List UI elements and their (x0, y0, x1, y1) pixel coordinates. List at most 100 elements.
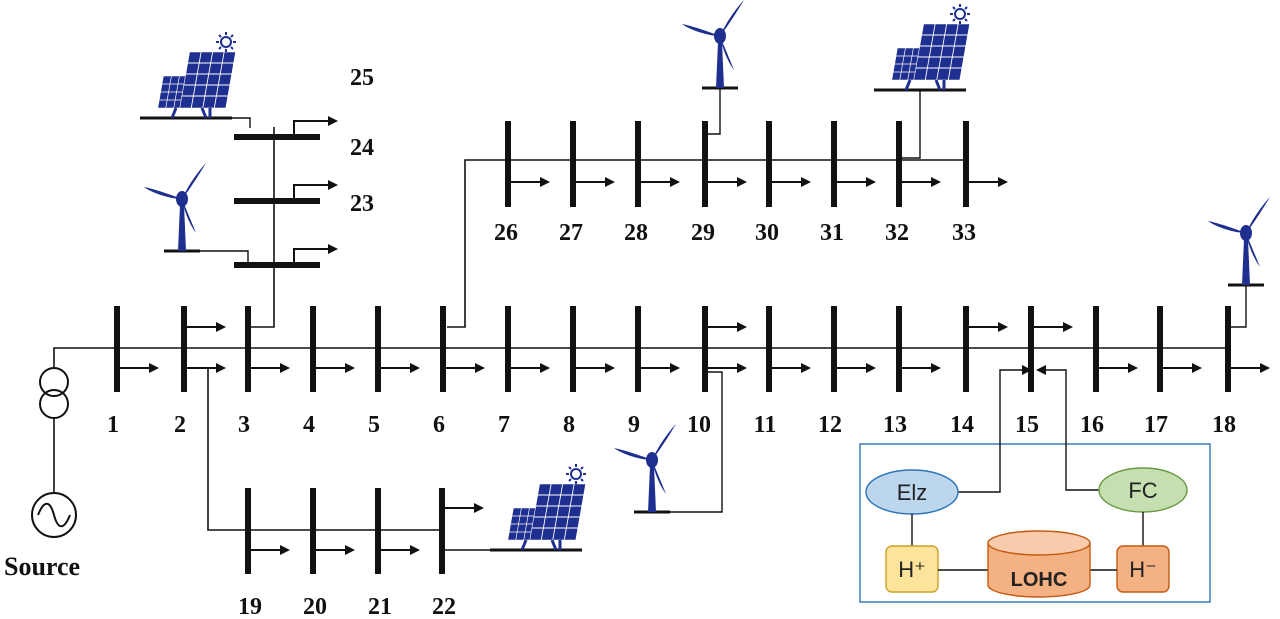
h-plus-label: H⁺ (898, 557, 926, 582)
source-label: Source (4, 552, 80, 581)
bus-26 (505, 121, 550, 207)
bus-17 (1157, 306, 1202, 392)
lateral-23-25-line (250, 127, 275, 328)
bus-label: 10 (687, 412, 711, 438)
bus-label: 1 (107, 412, 119, 438)
bus-label: 29 (691, 220, 715, 246)
bus-11 (766, 306, 811, 392)
solar-panel-icon (138, 30, 251, 128)
bus-14 (963, 306, 1008, 392)
bus-label: 5 (368, 412, 380, 438)
bus-12 (831, 306, 876, 392)
bus-33 (963, 121, 1008, 207)
bus-label: 18 (1212, 412, 1236, 438)
bus-label: 6 (433, 412, 445, 438)
lateral-19-22-line (184, 367, 442, 531)
ac-source-icon (31, 492, 77, 538)
lateral-19-22-labels: 19 20 21 22 (238, 594, 456, 619)
bus-15 (1028, 306, 1073, 392)
lateral-26-33-labels: 26 27 28 29 30 31 32 33 (494, 220, 976, 246)
bus-6 (440, 306, 485, 392)
solar-panel-icon (442, 462, 588, 552)
bus-5 (375, 306, 420, 392)
dehydrogenation-node: H⁻ (1116, 545, 1170, 593)
bus-label: 28 (624, 220, 648, 246)
hydrogenation-node: H⁺ (885, 545, 939, 593)
solar-panel-icon (872, 2, 972, 159)
load-arrow (293, 244, 338, 265)
hydrogen-storage-system: Elz FC H⁺ H⁻ LOHC (859, 365, 1211, 603)
lateral-19-22-buses (245, 488, 484, 574)
bus-label: 4 (303, 412, 315, 438)
bus-label: 24 (350, 135, 374, 161)
bus-label: 7 (498, 412, 510, 438)
bus-22 (439, 488, 484, 574)
bus-label: 30 (755, 220, 779, 246)
bus-label: 27 (559, 220, 583, 246)
bus-23 (234, 244, 338, 268)
fuel-cell-label: FC (1128, 478, 1157, 503)
lateral-23-25-buses (234, 116, 338, 268)
bus-label: 14 (950, 412, 974, 438)
bus-label: 32 (885, 220, 909, 246)
bus-13 (896, 306, 941, 392)
bus-label: 31 (820, 220, 844, 246)
bus-label: 25 (350, 65, 374, 91)
bus-label: 21 (368, 594, 392, 619)
bus-16 (1093, 306, 1138, 392)
bus-label: 9 (628, 412, 640, 438)
bus-2 (181, 306, 226, 392)
bus-label: 13 (883, 412, 907, 438)
load-arrow (293, 180, 338, 201)
bus-4 (310, 306, 355, 392)
lateral-26-33-line (447, 159, 966, 328)
lohc-tank: LOHC (987, 530, 1091, 598)
bus-8 (570, 306, 615, 392)
storage-box (859, 443, 1211, 603)
bus-30 (766, 121, 811, 207)
bus-25 (234, 116, 338, 140)
bus-7 (505, 306, 550, 392)
bus-24 (234, 180, 338, 204)
bus-27 (570, 121, 615, 207)
bus-label: 23 (350, 191, 374, 217)
bus-label: 11 (754, 412, 777, 438)
bus-10 (702, 306, 747, 392)
bus-21 (375, 488, 420, 574)
bus-label: 20 (303, 594, 327, 619)
bus-29 (702, 121, 747, 207)
transformer-icon (39, 367, 69, 492)
electrolyzer-label: Elz (897, 480, 928, 505)
lateral-23-25-labels: 23 24 25 (350, 65, 374, 217)
bus-label: 19 (238, 594, 262, 619)
bus-label: 15 (1015, 412, 1039, 438)
bus-19 (245, 488, 290, 574)
bus-label: 8 (563, 412, 575, 438)
wind-turbine-icon (612, 371, 723, 514)
bus-32 (896, 121, 941, 207)
bus-label: 12 (818, 412, 842, 438)
lateral-26-33-buses (505, 121, 1008, 207)
bus-31 (831, 121, 876, 207)
bus-label: 26 (494, 220, 518, 246)
wind-turbine-icon (142, 161, 249, 262)
bus-label: 17 (1144, 412, 1168, 438)
lohc-label: LOHC (1011, 569, 1068, 591)
bus-label: 3 (238, 412, 250, 438)
load-arrow (293, 116, 338, 137)
bus-20 (310, 488, 355, 574)
fuel-cell-node: FC (1098, 467, 1188, 513)
wind-turbine-icon (680, 0, 746, 135)
bus-1 (114, 306, 159, 392)
bus-label: 33 (952, 220, 976, 246)
bus-28 (635, 121, 680, 207)
electrolyzer-node: Elz (865, 469, 959, 515)
h-minus-label: H⁻ (1129, 557, 1157, 582)
wind-turbine-icon (1206, 195, 1272, 328)
bus-18 (1225, 306, 1270, 392)
bus-label: 22 (432, 594, 456, 619)
bus-3 (245, 306, 290, 392)
main-buses (114, 306, 1270, 392)
